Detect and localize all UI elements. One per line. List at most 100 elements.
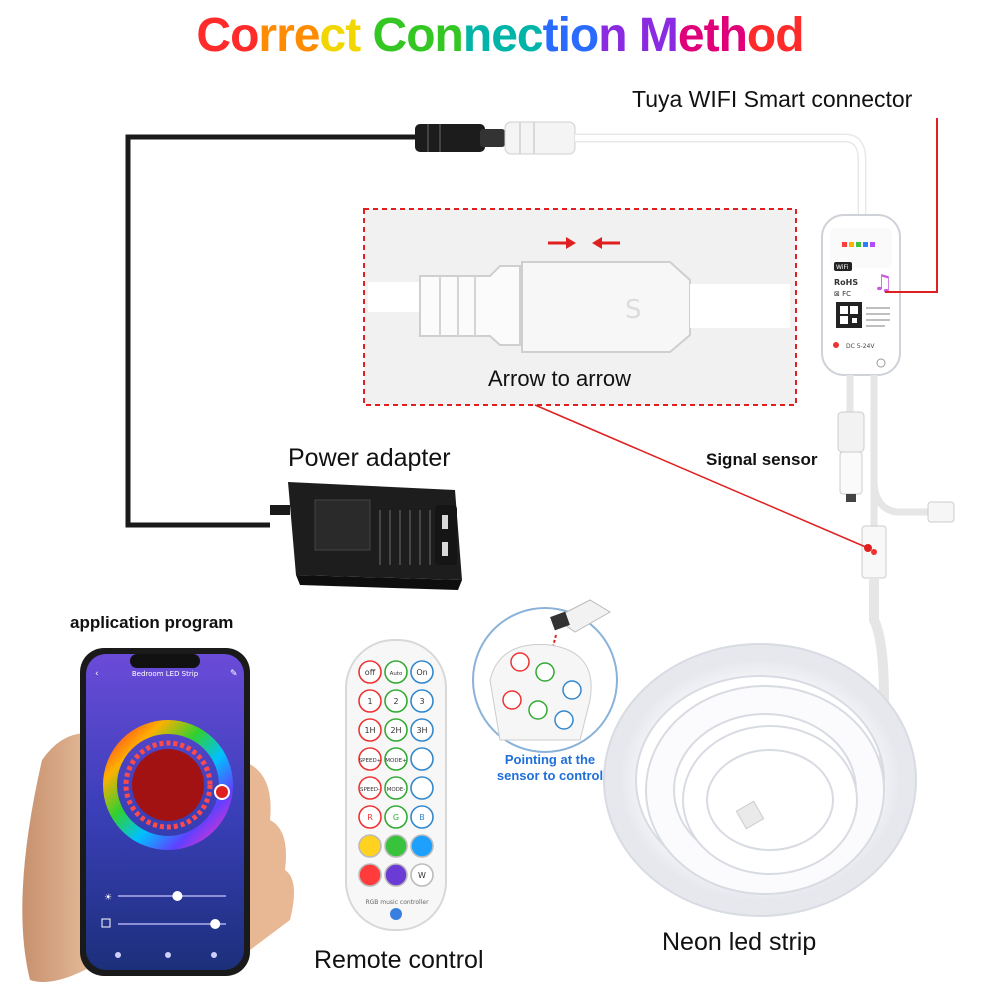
title-letter: r [276,9,295,62]
remote-button[interactable] [358,747,382,771]
pointing-hint-label: Pointing at the sensor to control [496,752,604,783]
remote-button[interactable] [384,805,408,829]
remote-button[interactable] [358,834,382,858]
remote-button[interactable] [384,863,408,887]
remote-button[interactable] [410,834,434,858]
remote-button[interactable] [410,863,434,887]
sensor-pointing-detail [472,599,618,753]
svg-text:WiFi: WiFi [836,264,848,271]
smartphone: ‹ ✎ ☀ [80,648,250,976]
remote-button-label: off [365,668,376,677]
remote-button[interactable] [384,776,408,800]
svg-text:✎: ✎ [230,669,238,679]
title-letter: o [746,9,776,62]
dc-plug-male [415,124,505,152]
remote-button-label: R [367,813,373,822]
title-letter: C [196,9,231,62]
remote-button-label: 3 [419,697,424,706]
remote-button-label: MODE+ [385,758,407,764]
title-letter: o [230,9,259,62]
title-letter: h [718,9,748,62]
title-letter: t [345,9,361,62]
connector-closeup: S [368,237,790,353]
title-letter: e [677,9,705,62]
svg-text:RoHS: RoHS [834,278,858,287]
remote-button[interactable] [410,660,434,684]
remote-control-label: Remote control [314,946,484,974]
remote-button[interactable] [358,718,382,742]
svg-text:S: S [625,295,642,325]
remote-button-label: G [393,813,399,822]
title-letter: e [491,9,518,62]
phone-header: Bedroom LED Strip [131,670,199,678]
title-letter: i [557,9,571,62]
svg-text:⊠ FC: ⊠ FC [834,290,851,298]
remote-button-label: SPEED- [360,787,380,793]
title-letter: o [406,9,435,62]
application-program-label: application program [70,613,234,632]
svg-text:♫: ♫ [873,271,893,296]
title-letter: t [703,9,720,62]
title-letter: M [638,9,679,62]
title-letter: d [775,9,804,62]
title-letter: c [319,9,347,62]
svg-text:‹: ‹ [95,669,99,679]
remote-button[interactable] [384,718,408,742]
remote-button[interactable] [358,863,382,887]
remote-button[interactable] [384,747,408,771]
title-letter: c [516,9,544,62]
svg-text:☀: ☀ [104,893,112,903]
remote-logo-icon [390,908,402,920]
remote-button[interactable] [410,805,434,829]
remote-button[interactable] [358,660,382,684]
signal-sensor-label: Signal sensor [706,450,818,469]
power-adapter-label: Power adapter [288,444,451,472]
title-letter: n [598,9,627,62]
dc-plug-female [504,121,576,155]
remote-button-label: On [416,668,427,677]
svg-text:DC 5-24V: DC 5-24V [846,343,875,350]
remote-brand-label: RGB music controller [365,899,429,906]
remote-button[interactable] [358,689,382,713]
signal-sensor-plug [837,411,865,502]
remote-button-label: W [418,871,426,880]
title-letter: t [542,9,559,62]
remote-button-label: 2H [390,726,401,735]
title-letter: n [462,9,492,62]
remote-button[interactable] [410,718,434,742]
remote-button-label: SPEED+ [359,758,382,764]
white-cable [575,133,867,215]
remote-button-label: 3H [416,726,427,735]
title-letter: e [293,9,321,62]
remote-button-label: 1H [364,726,375,735]
title-letter: C [372,9,408,62]
remote-button[interactable] [410,776,434,800]
title-letter: o [569,9,599,62]
remote-button[interactable] [410,689,434,713]
remote-button-label: Auto [390,671,403,677]
neon-led-strip [603,643,917,917]
arrow-to-arrow-label: Arrow to arrow [488,366,632,391]
remote-button[interactable] [358,776,382,800]
connector-callout-line [885,118,938,293]
connector-label: Tuya WIFI Smart connector [632,86,913,112]
remote-button-label: MODE- [387,787,406,793]
title-letter: r [258,9,277,62]
page-title: Correct Connection Method [0,8,1000,63]
remote-button[interactable] [410,747,434,771]
junction-callout-line [534,404,869,549]
strip-junction-connector [861,525,887,579]
power-adapter [270,482,462,590]
remote-button[interactable] [384,834,408,858]
title-letter: n [434,9,464,62]
remote-button-label: 1 [367,697,372,706]
remote-button[interactable] [358,805,382,829]
remote-button[interactable] [384,660,408,684]
remote-button[interactable] [384,689,408,713]
neon-led-strip-label: Neon led strip [662,928,817,956]
side-connector [927,501,955,523]
remote-button-label: B [419,813,425,822]
power-cable [125,134,420,528]
